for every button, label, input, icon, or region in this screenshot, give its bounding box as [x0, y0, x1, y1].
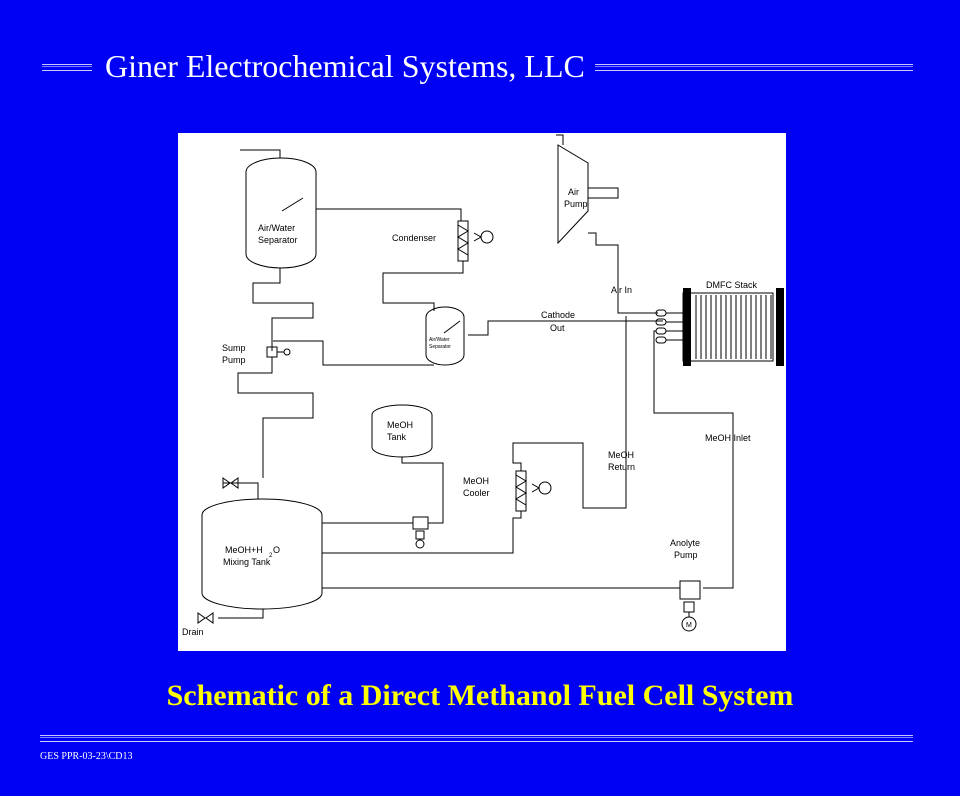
header-rule-right [595, 64, 913, 71]
schematic-diagram: Air/Water Separator Condenser Air Pump S… [178, 133, 786, 651]
small-separator-tank [425, 306, 465, 366]
label-air-in: Air In [611, 285, 632, 295]
label-meoh-return-2: Return [608, 462, 635, 472]
air-water-separator-tank [245, 157, 317, 269]
condenser [457, 220, 469, 262]
label-cathode-out-2: Out [550, 323, 565, 333]
label-sump-pump-2: Pump [222, 355, 246, 365]
label-meoh-cooler-1: MeOH [463, 476, 489, 486]
label-drain: Drain [182, 627, 204, 637]
label-air-pump-2: Pump [564, 199, 588, 209]
label-anolyte-pump-1: Anolyte [670, 538, 700, 548]
label-meoh-tank-1: MeOH [387, 420, 413, 430]
anolyte-pump [679, 580, 701, 600]
label-cathode-out-1: Cathode [541, 310, 575, 320]
footer-document-code: GES PPR-03-23\CD13 [40, 751, 133, 762]
mixing-tank [201, 498, 323, 610]
label-meoh-return-1: MeOH [608, 450, 634, 460]
drain-valve [197, 612, 206, 624]
stack-plates [683, 288, 784, 366]
label-mixing-tank-o: O [273, 545, 280, 555]
air-pump [557, 144, 589, 245]
label-air-pump-1: Air [568, 187, 579, 197]
label-air-water-separator-1: Air/Water [258, 223, 295, 233]
label-condenser: Condenser [392, 233, 436, 243]
label-dmfc-stack: DMFC Stack [706, 280, 758, 290]
meoh-feed-pump [412, 516, 429, 530]
label-meoh-inlet: MeOH Inlet [705, 433, 751, 443]
vent-valve [222, 477, 231, 489]
schematic-svg: Air/Water Separator Condenser Air Pump S… [182, 134, 784, 637]
header-rule-left [42, 64, 92, 71]
figure-caption: Schematic of a Direct Methanol Fuel Cell… [166, 679, 794, 712]
header-title: Giner Electrochemical Systems, LLC [105, 48, 585, 84]
label-meoh-cooler-2: Cooler [463, 488, 490, 498]
dmfc-stack [682, 292, 774, 362]
label-mixing-tank-1: MeOH+H [225, 545, 263, 555]
label-meoh-tank-2: Tank [387, 432, 407, 442]
label-mixing-tank-sub: 2 [269, 553, 273, 559]
footer-rule [40, 735, 913, 742]
label-small-separator-1: Air/Water [429, 337, 450, 343]
meoh-tank [371, 404, 433, 458]
label-small-separator-2: Separator [429, 344, 451, 350]
label-anolyte-pump-2: Pump [674, 550, 698, 560]
label-mixing-tank-2: Mixing Tank [223, 557, 271, 567]
meoh-cooler [515, 470, 527, 512]
label-air-water-separator-2: Separator [258, 235, 298, 245]
label-sump-pump-1: Sump [222, 343, 246, 353]
label-motor: M [686, 622, 692, 629]
